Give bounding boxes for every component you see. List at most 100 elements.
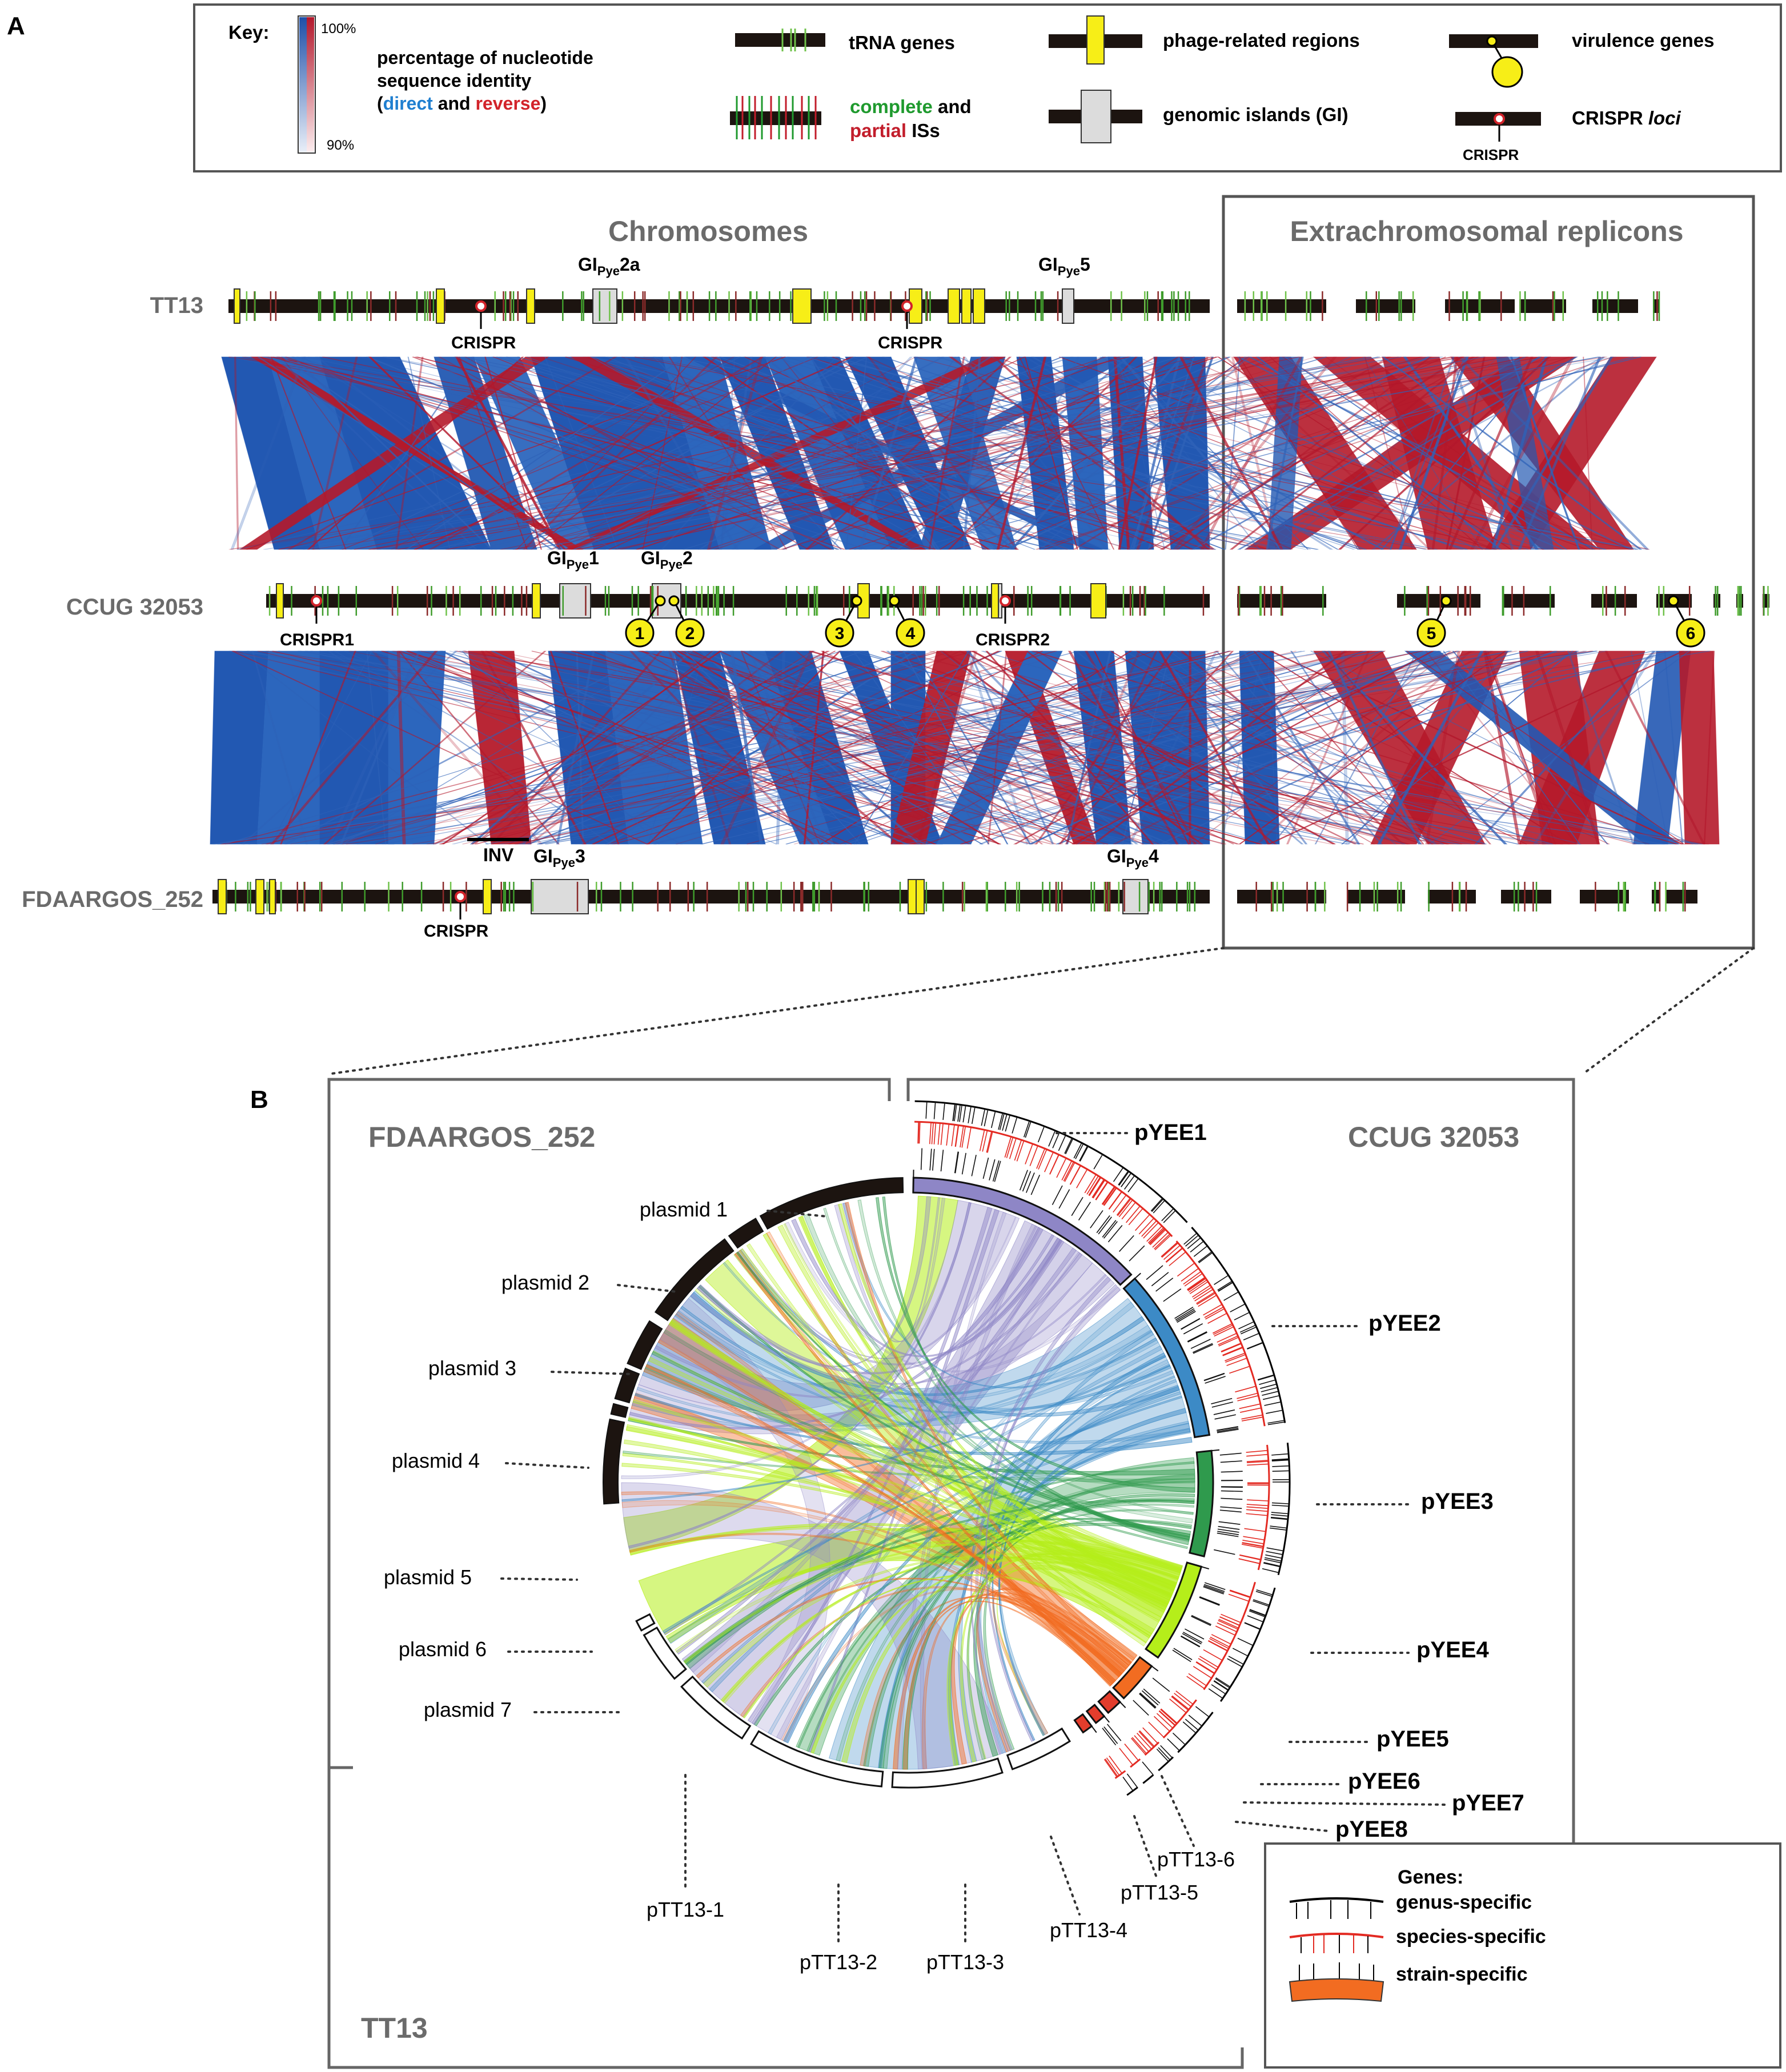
alignment-thread [304,650,1099,845]
ribbon-thread [946,1567,1169,1766]
gene-tick [1211,1402,1233,1408]
gene-tick [1004,1137,1012,1158]
gene-tick [1155,1278,1174,1292]
alignment-thread [248,650,1384,845]
gene-tick [1138,1730,1154,1748]
gene-track-genus [1158,1756,1174,1772]
extrachromosomal-box [1222,195,1755,950]
gene-tick [1218,1282,1233,1292]
gene-tick [1215,1678,1230,1689]
gene-tick [1193,1287,1212,1300]
alignment-thread [675,650,1351,845]
alignment-thread [1191,356,1542,550]
gene-tick [1256,1589,1273,1596]
gene-tick [1109,1756,1123,1774]
group-label-fdaargos: FDAARGOS_252 [368,1121,595,1153]
alignment-thread [1364,356,1413,550]
gene-tick [1249,1610,1266,1617]
label-plasmid-1: plasmid 1 [640,1198,728,1221]
alignment-thread [341,650,937,845]
alignment-thread [680,356,1088,550]
gene-tick [1142,1761,1154,1776]
alignment-thread [1532,650,1657,845]
gene-tick [998,1113,1004,1130]
alignment-thread [850,650,1554,845]
gene-tick [1113,1167,1124,1182]
gene-tick [986,1131,992,1153]
gene-tick [1208,1640,1228,1651]
gene-tick [1270,1517,1288,1520]
gene-tick [1267,1422,1285,1425]
gene-tick [1217,1428,1239,1433]
gene-tick [1095,1181,1108,1200]
alignment-thread [1147,356,1480,550]
alignment-thread [749,650,826,845]
alignment-thread [440,650,829,845]
gene-tick [1199,1656,1219,1668]
ideogram-pTT13-6 [635,1613,656,1632]
identity-line3: (direct and reverse) [377,93,547,114]
gene-tick [954,1151,960,1174]
alignment-thread [1113,650,1494,845]
alignment-thread [1377,650,1484,845]
ribbon-thread [739,1248,1183,1571]
gene-tick [1103,1187,1117,1206]
alignment-band [936,650,1063,845]
alignment-thread [554,650,1408,845]
gene-tick [1128,1208,1143,1226]
gene-tick [1238,1558,1261,1564]
gene-tick [1221,1613,1241,1623]
alignment-thread [518,650,816,845]
gene-tick [1183,1323,1203,1335]
crispr-label-fda: CRISPR [424,922,489,941]
gene-tick [1037,1126,1045,1143]
alignment-thread [397,356,1507,550]
ribbon-thread [876,1197,1195,1493]
ideogram-pYEE2 [1122,1277,1211,1439]
gene-tick [1187,1331,1207,1342]
alignment-thread [794,650,1044,845]
ideogram-plasmid 4 [627,1320,663,1370]
alignment-thread [1031,356,1384,550]
gene-tick [1093,1179,1106,1199]
label-ptt13-4: pTT13-4 [1050,1918,1127,1942]
gene-tick [929,1122,932,1145]
label-ptt13-6: pTT13-6 [1157,1848,1235,1871]
alignment-thread [284,650,657,845]
label-pyee5: pYEE5 [1376,1726,1449,1752]
gene-tick [920,1148,923,1170]
crispr-marker [311,595,322,607]
key-crispr-loci: CRISPR loci [1572,107,1681,129]
alignment-thread [378,356,1380,550]
replicon-bar [1397,594,1480,608]
alignment-thread [1255,356,1502,550]
virulence-circle [825,618,854,648]
gi-label-fda-3: GIPye3 [533,846,585,870]
gene-tick [1146,1265,1163,1280]
alignment-thread [420,650,1227,845]
alignment-thread [412,356,914,550]
alignment-thread [1703,650,1715,845]
alignment-thread [1136,650,1527,845]
gene-tick [1014,1139,1022,1161]
gene-tick [1079,1146,1088,1162]
gene-tick [1203,1372,1225,1381]
gene-tick [1088,1176,1101,1196]
alignment-thread [547,356,1509,550]
panel-b-label: B [250,1086,268,1114]
alignment-band [239,356,549,550]
gene-tick [1241,1544,1263,1549]
gene-tick [1063,1161,1074,1182]
alignment-thread [1123,650,1438,845]
virulence-circle [675,618,705,648]
label-ptt13-5-leader [1133,1815,1158,1880]
gene-tick [1191,1616,1211,1626]
gene-tick [1079,1146,1089,1162]
gene-tick [933,1122,937,1145]
virulence-number: 1 [635,624,645,643]
gene-tick [1222,1347,1243,1356]
gene-tick [1193,1343,1213,1353]
ribbon-thread [668,1320,1182,1573]
identity-line2: sequence identity [377,70,532,91]
alignment-thread [849,356,1529,550]
